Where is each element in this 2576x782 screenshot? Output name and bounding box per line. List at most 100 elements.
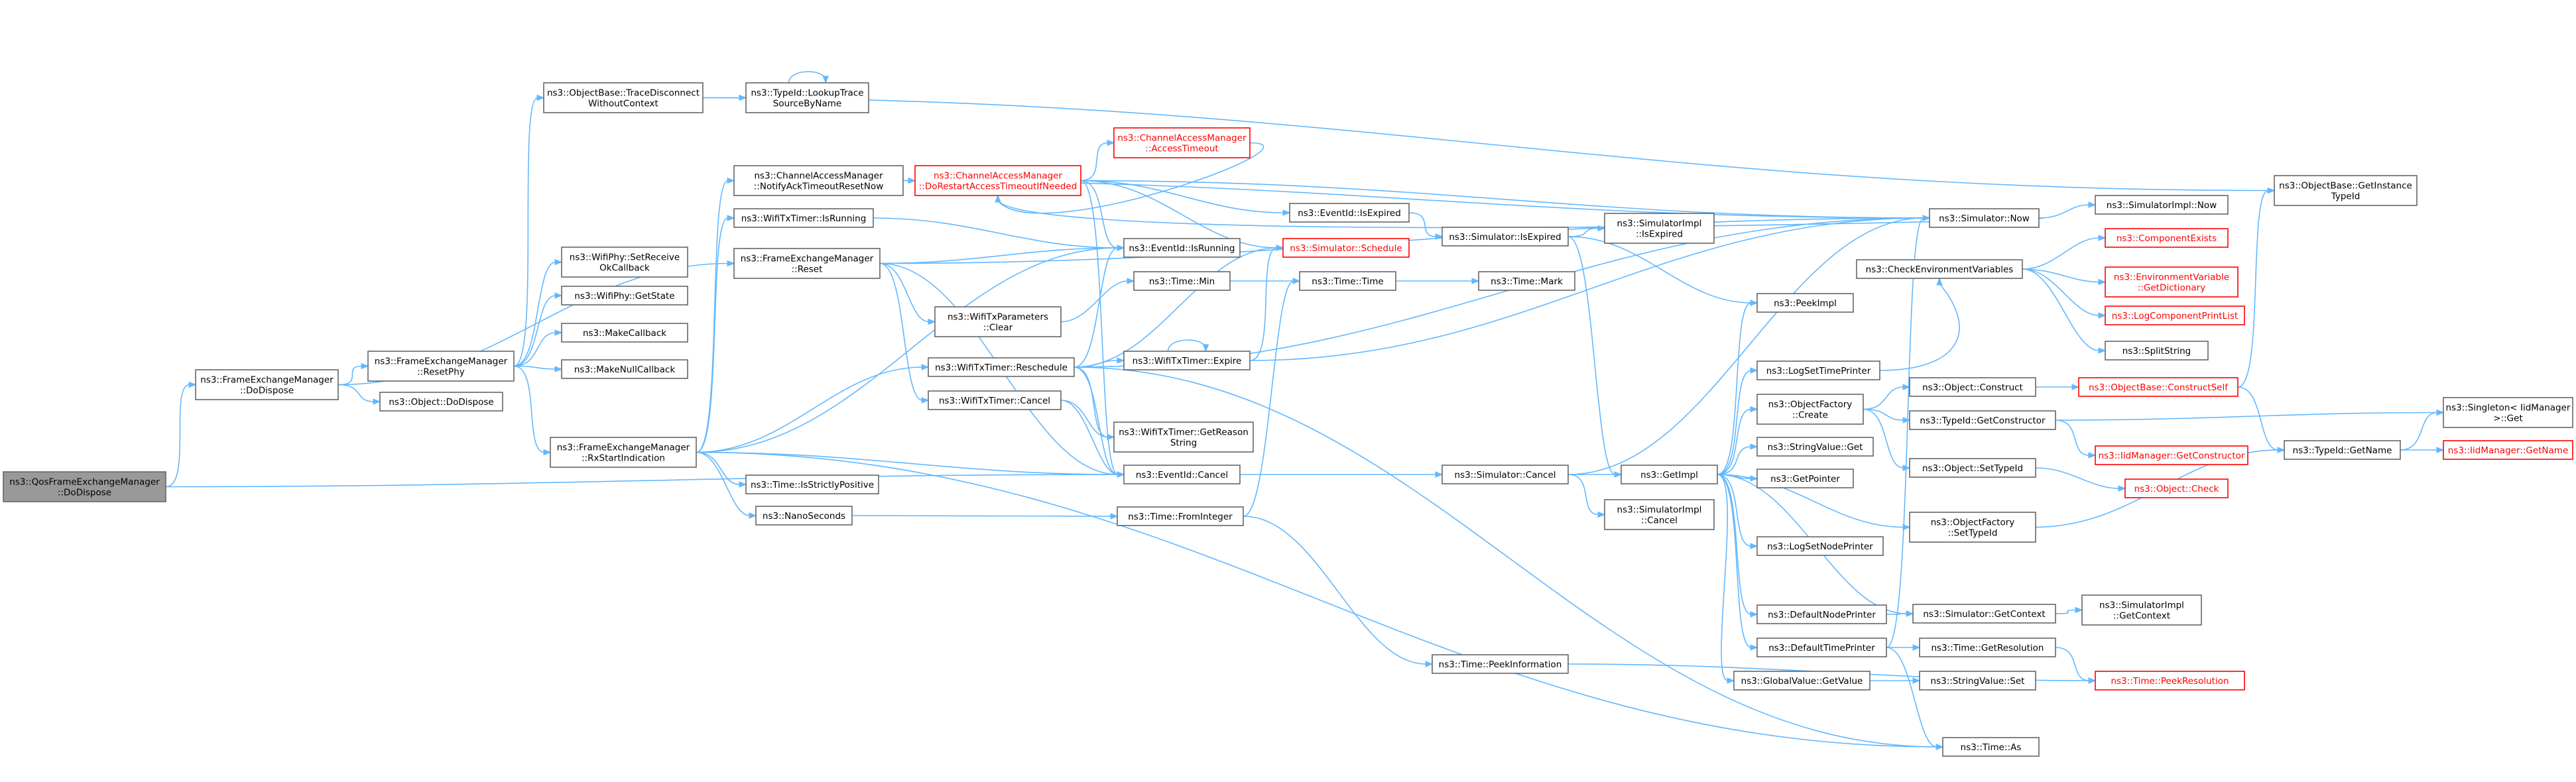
- graph-node-stringvalue-get[interactable]: ns3::StringValue::Get: [1756, 437, 1874, 457]
- graph-node-objectbase-trace[interactable]: ns3::ObjectBase::TraceDisconnectWithoutC…: [543, 82, 704, 113]
- graph-node-getpointer[interactable]: ns3::GetPointer: [1756, 469, 1854, 488]
- graph-node-object-dodispose[interactable]: ns3::Object::DoDispose: [379, 392, 503, 412]
- graph-node-typeid-getname[interactable]: ns3::TypeId::GetName: [2284, 440, 2401, 460]
- call-edge: [696, 217, 729, 453]
- graph-node-eventid-cancel[interactable]: ns3::EventId::Cancel: [1123, 465, 1241, 484]
- graph-node-componentexists[interactable]: ns3::ComponentExists: [2105, 228, 2229, 248]
- graph-node-typeid-getconstructor[interactable]: ns3::TypeId::GetConstructor: [1909, 410, 2056, 430]
- call-edge: [2237, 190, 2269, 388]
- call-edge: [1717, 474, 1752, 547]
- graph-node-cam-notifyack[interactable]: ns3::ChannelAccessManager::NotifyAckTime…: [733, 165, 904, 196]
- call-edge: [1080, 180, 1119, 475]
- node-label: ns3::SimulatorImpl: [1617, 505, 1702, 516]
- graph-node-time-peekinformation[interactable]: ns3::Time::PeekInformation: [1432, 654, 1569, 674]
- node-box: [379, 392, 503, 412]
- graph-node-wifitxtimer-reschedule[interactable]: ns3::WifiTxTimer::Reschedule: [928, 357, 1075, 377]
- call-edge-arrowhead: [543, 449, 552, 456]
- graph-node-simulator-schedule[interactable]: ns3::Simulator::Schedule: [1282, 238, 1410, 258]
- graph-node-fem-rxstart[interactable]: ns3::FrameExchangeManager::RxStartIndica…: [550, 437, 697, 468]
- graph-node-fem-reset[interactable]: ns3::FrameExchangeManager::Reset: [733, 248, 881, 279]
- call-edge-arrowhead: [361, 363, 369, 370]
- graph-node-peekimpl[interactable]: ns3::PeekImpl: [1756, 293, 1854, 313]
- graph-node-simulatorimpl-getcontext[interactable]: ns3::SimulatorImpl::GetContext: [2081, 594, 2202, 626]
- node-label: ns3::Singleton< IidManager: [2446, 403, 2571, 414]
- graph-node-stringvalue-set[interactable]: ns3::StringValue::Set: [1919, 671, 2036, 691]
- node-label: ns3::WifiTxTimer::Expire: [1133, 356, 1242, 366]
- call-edge: [788, 71, 827, 84]
- graph-node-wifitxtimer-expire[interactable]: ns3::WifiTxTimer::Expire: [1123, 351, 1251, 370]
- graph-node-root[interactable]: ns3::QosFrameExchangeManager::DoDispose: [3, 471, 166, 502]
- node-box: [1117, 506, 1244, 526]
- call-edge: [696, 451, 741, 485]
- graph-node-iidmanager-getname[interactable]: ns3::IidManager::GetName: [2443, 440, 2573, 460]
- graph-node-simulatorimpl-cancel[interactable]: ns3::SimulatorImpl::Cancel: [1604, 499, 1715, 530]
- node-box: [195, 369, 339, 400]
- graph-node-simulator-getcontext[interactable]: ns3::Simulator::GetContext: [1912, 604, 2056, 624]
- graph-node-globalvalue-getvalue[interactable]: ns3::GlobalValue::GetValue: [1733, 671, 1871, 691]
- graph-node-simulator-cancel[interactable]: ns3::Simulator::Cancel: [1441, 465, 1569, 484]
- graph-node-time-isstrictlypositive[interactable]: ns3::Time::IsStrictlyPositive: [745, 475, 879, 494]
- graph-node-time-min[interactable]: ns3::Time::Min: [1133, 271, 1231, 291]
- graph-node-object-settypeid[interactable]: ns3::Object::SetTypeId: [1909, 458, 2036, 478]
- graph-node-objectfactory-settypeid[interactable]: ns3::ObjectFactory::SetTypeId: [1909, 512, 2036, 543]
- graph-node-wifitxtimer-cancel[interactable]: ns3::WifiTxTimer::Cancel: [928, 390, 1062, 410]
- graph-node-simulatorimpl-isexpired[interactable]: ns3::SimulatorImpl::IsExpired: [1604, 213, 1715, 244]
- call-edge: [1080, 180, 1924, 219]
- node-label: SourceByName: [773, 99, 841, 109]
- graph-node-time-mark[interactable]: ns3::Time::Mark: [1478, 271, 1575, 291]
- graph-node-time-frominteger[interactable]: ns3::Time::FromInteger: [1117, 506, 1244, 526]
- graph-node-defaulttimeprinter[interactable]: ns3::DefaultTimePrinter: [1756, 638, 1887, 657]
- call-edge-arrowhead: [1107, 433, 1115, 441]
- graph-node-simulatorimpl-now[interactable]: ns3::SimulatorImpl::Now: [2095, 195, 2229, 215]
- call-edge: [337, 365, 363, 386]
- graph-node-getimpl[interactable]: ns3::GetImpl: [1621, 465, 1718, 484]
- call-edge: [1886, 647, 1937, 748]
- graph-node-nanoseconds[interactable]: ns3::NanoSeconds: [755, 506, 853, 526]
- graph-node-time-time[interactable]: ns3::Time::Time: [1299, 271, 1396, 291]
- graph-node-eventid-isrunning[interactable]: ns3::EventId::IsRunning: [1123, 238, 1241, 258]
- graph-node-time-as[interactable]: ns3::Time::As: [1942, 737, 2040, 757]
- graph-node-time-getresolution[interactable]: ns3::Time::GetResolution: [1919, 638, 2056, 657]
- graph-node-simulator-now[interactable]: ns3::Simulator::Now: [1929, 208, 2040, 228]
- graph-node-cam-accesstimeout[interactable]: ns3::ChannelAccessManager::AccessTimeout: [1113, 127, 1251, 158]
- graph-node-wifitxtimer-isrunning[interactable]: ns3::WifiTxTimer::IsRunning: [733, 208, 874, 228]
- graph-node-iidmanager-getconstructor[interactable]: ns3::IidManager::GetConstructor: [2095, 445, 2248, 465]
- graph-node-logcomponentprintlist[interactable]: ns3::LogComponentPrintList: [2105, 306, 2245, 325]
- call-edge: [1073, 247, 1278, 368]
- call-edge: [879, 247, 1119, 264]
- node-box: [914, 165, 1081, 196]
- graph-node-defaultnodeprinter[interactable]: ns3::DefaultNodePrinter: [1756, 604, 1887, 624]
- graph-node-makecallback[interactable]: ns3::MakeCallback: [561, 323, 688, 343]
- node-label: ns3::WifiTxTimer::Reschedule: [935, 363, 1068, 373]
- graph-node-makenullcallback[interactable]: ns3::MakeNullCallback: [561, 359, 688, 379]
- node-label: ns3::SplitString: [2122, 346, 2191, 357]
- graph-node-singleton-get[interactable]: ns3::Singleton< IidManager>::Get: [2443, 397, 2573, 428]
- node-box: [1432, 654, 1569, 674]
- graph-node-time-peekresolution[interactable]: ns3::Time::PeekResolution: [2095, 671, 2245, 691]
- graph-node-splitstring[interactable]: ns3::SplitString: [2105, 341, 2209, 361]
- graph-node-object-construct[interactable]: ns3::Object::Construct: [1909, 377, 2036, 397]
- graph-node-logsettimeprinter[interactable]: ns3::LogSetTimePrinter: [1756, 361, 1880, 380]
- graph-node-wifitxparams-clear[interactable]: ns3::WifiTxParameters::Clear: [934, 306, 1062, 337]
- call-edge: [1886, 217, 1924, 648]
- graph-node-object-check[interactable]: ns3::Object::Check: [2124, 478, 2229, 498]
- call-edge-arrowhead: [727, 215, 735, 221]
- graph-node-envvar-getdict[interactable]: ns3::EnvironmentVariable::GetDictionary: [2105, 266, 2239, 298]
- graph-node-fem-dodispose[interactable]: ns3::FrameExchangeManager::DoDispose: [195, 369, 339, 400]
- call-edge: [1567, 217, 1924, 475]
- graph-node-objectfactory-create[interactable]: ns3::ObjectFactory::Create: [1756, 394, 1864, 425]
- graph-node-cam-doreset[interactable]: ns3::ChannelAccessManager::DoRestartAcce…: [914, 165, 1081, 196]
- graph-node-objectbase-constructself[interactable]: ns3::ObjectBase::ConstructSelf: [2078, 377, 2239, 397]
- graph-node-simulator-isexpired[interactable]: ns3::Simulator::IsExpired: [1441, 227, 1569, 247]
- graph-node-eventid-isexpired[interactable]: ns3::EventId::IsExpired: [1289, 203, 1410, 223]
- graph-node-checkenv[interactable]: ns3::CheckEnvironmentVariables: [1856, 259, 2023, 279]
- graph-node-fem-resetphy[interactable]: ns3::FrameExchangeManager::ResetPhy: [367, 351, 515, 382]
- node-box: [1123, 465, 1241, 484]
- graph-node-logsetnodeprinter[interactable]: ns3::LogSetNodePrinter: [1756, 536, 1884, 556]
- graph-node-wifiphy-getstate[interactable]: ns3::WifiPhy::GetState: [561, 286, 688, 306]
- call-edge-arrowhead: [749, 512, 757, 519]
